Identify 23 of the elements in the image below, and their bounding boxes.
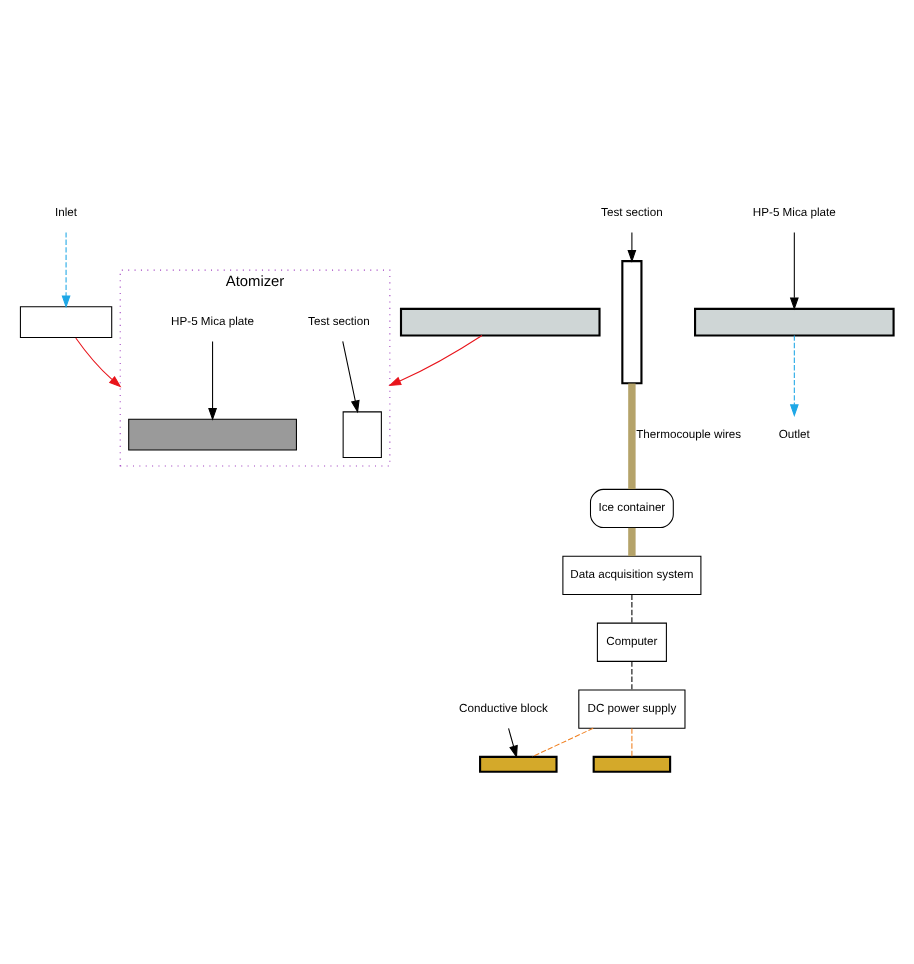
node-box <box>19 305 113 338</box>
arrow <box>789 333 799 417</box>
arrow <box>627 231 637 262</box>
node-bar <box>592 754 672 772</box>
connector <box>631 593 633 623</box>
node-bar <box>399 306 601 336</box>
node-bar <box>694 306 895 336</box>
connector <box>631 726 633 757</box>
connector <box>631 660 633 690</box>
arrow <box>342 339 360 413</box>
arrow <box>508 726 518 758</box>
connector <box>531 726 594 757</box>
arrow <box>61 231 71 308</box>
node-box <box>342 410 382 458</box>
arrow <box>208 339 218 420</box>
node-bar <box>479 754 558 772</box>
arrow <box>789 231 799 310</box>
node-bar <box>621 259 643 384</box>
node-box <box>128 417 297 450</box>
connector <box>628 382 636 489</box>
connector <box>628 526 636 556</box>
arrow <box>75 336 122 387</box>
arrow <box>388 334 483 385</box>
